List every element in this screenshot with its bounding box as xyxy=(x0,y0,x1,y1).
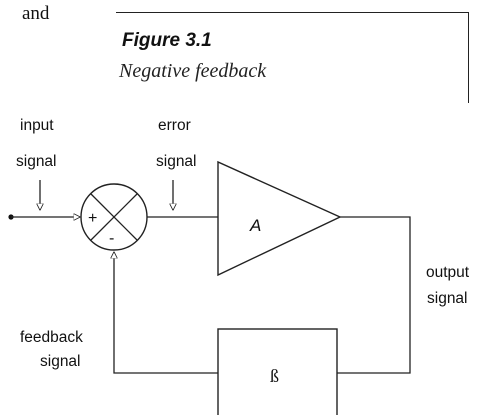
feedback-block-label: ß xyxy=(270,366,279,386)
figure-title: Negative feedback xyxy=(119,60,267,82)
error-signal-label-2: signal xyxy=(156,153,197,170)
input-signal-label-2: signal xyxy=(16,153,57,170)
feedback-signal-label-2: signal xyxy=(40,353,81,370)
figure-number: Figure 3.1 xyxy=(122,30,212,51)
text-fragment: and xyxy=(22,3,50,24)
summing-plus-sign: + xyxy=(88,210,97,227)
summing-minus-sign: - xyxy=(109,230,114,247)
feedback-block xyxy=(217,328,338,415)
figure-caption-box xyxy=(116,12,469,103)
output-line xyxy=(337,216,411,374)
amplifier-label: A xyxy=(249,216,261,235)
output-signal-label-1: output xyxy=(426,264,470,281)
amplifier-block xyxy=(217,160,342,277)
feedback-line xyxy=(114,252,218,374)
input-signal-label-1: input xyxy=(20,117,54,134)
output-signal-label-2: signal xyxy=(427,290,468,307)
feedback-signal-label-1: feedback xyxy=(20,329,83,346)
error-signal-label-1: error xyxy=(158,117,191,134)
